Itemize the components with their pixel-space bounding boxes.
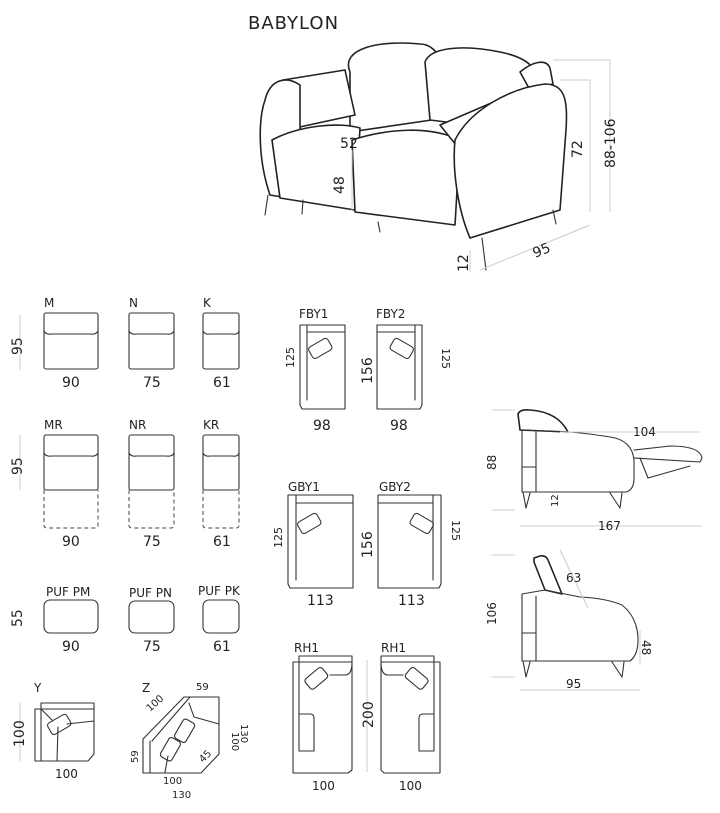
module-width: 75 xyxy=(143,534,161,550)
y-width: 100 xyxy=(55,767,78,781)
module-width: 75 xyxy=(143,375,161,391)
z-outer-height: 130 xyxy=(238,724,249,743)
recliner-modules-row: 95 MR NR KR 90 75 61 xyxy=(10,418,240,550)
row-depth: 95 xyxy=(10,457,26,475)
module-code: GBY2 xyxy=(379,480,411,494)
fby-length: 156 xyxy=(360,357,376,384)
module-width: 90 xyxy=(62,534,80,550)
side-view-reclined: 88 104 12 167 xyxy=(485,409,703,533)
sofa-perspective-drawing: 52 48 72 88-106 95 12 xyxy=(259,42,619,272)
rh-modules: RH1 RH1 200 100 100 xyxy=(292,641,441,793)
module-code: NR xyxy=(129,418,146,432)
leg-height: 12 xyxy=(550,494,561,507)
sofa-back-height: 72 xyxy=(570,140,586,158)
sofa-total-height: 88-106 xyxy=(603,118,619,168)
fby-modules: FBY1 FBY2 125 156 125 98 98 xyxy=(284,307,452,434)
reclined-height: 88 xyxy=(485,455,499,470)
corner-module-z: Z 59 100 59 100 130 100 130 45 xyxy=(130,681,249,801)
seat-height: 48 xyxy=(639,640,653,655)
module-code: M xyxy=(44,296,54,310)
corner-module-y: Y 100 100 xyxy=(12,681,95,781)
footrest-length: 104 xyxy=(633,425,656,439)
module-code: Y xyxy=(33,681,42,695)
module-width: 61 xyxy=(213,375,231,391)
sofa-seat-depth: 52 xyxy=(340,136,358,152)
sofa-seat-height: 48 xyxy=(332,176,348,194)
pouf-modules-row: 55 PUF PM PUF PN PUF PK 90 75 61 xyxy=(10,584,241,655)
module-width: 90 xyxy=(62,639,80,655)
row-depth: 55 xyxy=(10,609,26,627)
module-code: FBY1 xyxy=(299,307,328,321)
module-code: PUF PN xyxy=(129,586,172,600)
module-width: 61 xyxy=(213,639,231,655)
reclined-total-length: 167 xyxy=(598,519,621,533)
rh1-left-width: 100 xyxy=(312,779,335,793)
z-top: 59 xyxy=(196,682,209,693)
module-width: 61 xyxy=(213,534,231,550)
fby2-depth: 125 xyxy=(439,348,452,369)
rh1-right-width: 100 xyxy=(399,779,422,793)
module-code: KR xyxy=(203,418,219,432)
module-code: PUF PM xyxy=(46,585,90,599)
module-code: GBY1 xyxy=(288,480,320,494)
z-outer-width: 130 xyxy=(172,790,191,801)
gby-length: 156 xyxy=(360,531,376,558)
fby2-width: 98 xyxy=(390,418,408,434)
module-width: 90 xyxy=(62,375,80,391)
module-code: MR xyxy=(44,418,63,432)
gby-modules: GBY1 GBY2 125 156 125 113 113 xyxy=(272,480,462,609)
straight-modules-row: 95 M N K 90 75 61 xyxy=(10,296,240,391)
module-code: Z xyxy=(142,681,150,695)
sofa-leg-height: 12 xyxy=(456,254,472,272)
z-cut: 45 xyxy=(197,748,214,765)
module-code: FBY2 xyxy=(376,307,405,321)
module-code: RH1 xyxy=(381,641,406,655)
upright-depth: 95 xyxy=(566,677,581,691)
sofa-depth: 95 xyxy=(531,240,554,262)
upright-height: 106 xyxy=(485,602,499,625)
headrest-length: 63 xyxy=(566,571,581,585)
side-view-upright: 106 63 48 95 xyxy=(485,549,653,691)
gby1-depth: 125 xyxy=(272,527,285,548)
row-depth: 95 xyxy=(10,337,26,355)
module-code: RH1 xyxy=(294,641,319,655)
module-code: K xyxy=(203,296,212,310)
z-left: 59 xyxy=(130,750,141,763)
fby1-depth: 125 xyxy=(284,347,297,368)
z-inner-height: 100 xyxy=(229,732,240,751)
fby1-width: 98 xyxy=(313,418,331,434)
z-inner-width: 100 xyxy=(163,776,182,787)
module-code: N xyxy=(129,296,138,310)
module-code: PUF PK xyxy=(198,584,241,598)
gby2-width: 113 xyxy=(398,593,425,609)
rh-length: 200 xyxy=(361,701,377,728)
product-title: BABYLON xyxy=(248,13,339,34)
z-diagonal: 100 xyxy=(145,693,167,714)
module-width: 75 xyxy=(143,639,161,655)
y-height: 100 xyxy=(12,720,28,747)
gby2-depth: 125 xyxy=(449,520,462,541)
gby1-width: 113 xyxy=(307,593,334,609)
